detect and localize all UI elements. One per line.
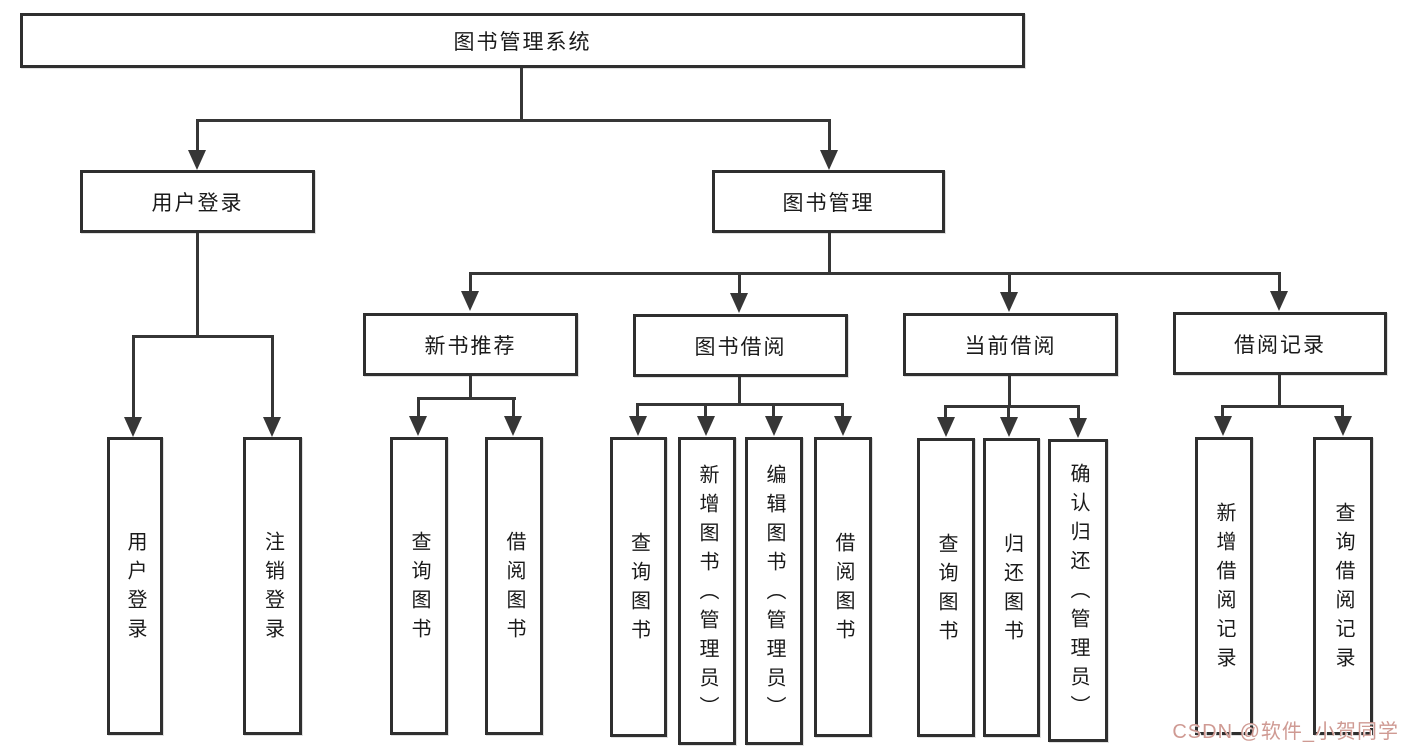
connector-line: [1341, 405, 1344, 419]
node-borrow-books-recommend: 借阅图书: [485, 437, 543, 735]
arrowhead-down-icon: [834, 416, 852, 436]
node-edit-books-admin: 编辑图书（管理员）: [745, 437, 803, 745]
node-borrow-books-borrowing: 借阅图书: [814, 437, 872, 737]
arrowhead-down-icon: [765, 416, 783, 436]
node-new-book-recommendation: 新书推荐: [363, 313, 578, 376]
connector-line: [1008, 376, 1011, 407]
arrowhead-down-icon: [1270, 291, 1288, 311]
connector-line: [945, 405, 1080, 408]
node-borrowing-records: 借阅记录: [1173, 312, 1387, 375]
connector-line: [196, 119, 199, 153]
connector-line: [1278, 375, 1281, 407]
connector-line: [738, 377, 741, 405]
connector-line: [1008, 272, 1011, 294]
connector-line: [1077, 405, 1080, 420]
arrowhead-down-icon: [504, 416, 522, 436]
connector-line: [197, 119, 831, 122]
connector-line: [637, 403, 844, 406]
node-book-borrowing: 图书借阅: [633, 314, 848, 377]
connector-line: [520, 68, 523, 119]
arrowhead-down-icon: [1000, 292, 1018, 312]
connector-line: [512, 397, 515, 417]
connector-line: [1007, 405, 1010, 419]
arrowhead-down-icon: [1334, 416, 1352, 436]
node-add-books-admin: 新增图书（管理员）: [678, 437, 736, 745]
node-query-books-recommend: 查询图书: [390, 437, 448, 735]
connector-line: [1221, 405, 1224, 419]
arrowhead-down-icon: [409, 416, 427, 436]
connector-line: [196, 233, 199, 337]
arrowhead-down-icon: [629, 416, 647, 436]
arrowhead-down-icon: [937, 417, 955, 437]
csdn-watermark: CSDN @软件_小贺同学: [1172, 721, 1399, 743]
node-book-management: 图书管理: [712, 170, 945, 233]
arrowhead-down-icon: [188, 150, 206, 170]
connector-line: [1278, 272, 1281, 294]
connector-line: [828, 119, 831, 153]
connector-line: [704, 403, 707, 418]
connector-line: [133, 335, 274, 338]
connector-line: [469, 272, 472, 294]
node-library-management-system: 图书管理系统: [20, 13, 1025, 68]
node-add-borrow-record: 新增借阅记录: [1195, 437, 1253, 735]
arrowhead-down-icon: [820, 150, 838, 170]
connector-line: [944, 405, 947, 419]
node-return-books: 归还图书: [983, 438, 1040, 737]
connector-line: [418, 397, 516, 400]
arrowhead-down-icon: [1069, 418, 1087, 438]
node-query-books-current: 查询图书: [917, 438, 975, 737]
connector-line: [417, 397, 420, 417]
node-query-books-borrowing: 查询图书: [610, 437, 667, 737]
connector-line: [636, 403, 639, 418]
connector-line: [469, 376, 472, 400]
node-confirm-return-admin: 确认归还（管理员）: [1048, 439, 1108, 742]
arrowhead-down-icon: [1214, 416, 1232, 436]
arrowhead-down-icon: [730, 293, 748, 313]
connector-line: [738, 272, 741, 294]
arrowhead-down-icon: [263, 417, 281, 437]
node-logout-action: 注销登录: [243, 437, 302, 735]
arrowhead-down-icon: [1000, 417, 1018, 437]
arrowhead-down-icon: [461, 291, 479, 311]
node-current-borrowing: 当前借阅: [903, 313, 1118, 376]
connector-line: [772, 403, 775, 418]
arrowhead-down-icon: [124, 417, 142, 437]
connector-line: [841, 403, 844, 418]
connector-line: [271, 335, 274, 419]
node-user-login: 用户登录: [80, 170, 315, 233]
connector-line: [828, 233, 831, 275]
arrowhead-down-icon: [697, 416, 715, 436]
connector-line: [470, 272, 1281, 275]
node-user-login-action: 用户登录: [107, 437, 163, 735]
node-query-borrow-record: 查询借阅记录: [1313, 437, 1373, 735]
connector-line: [1222, 405, 1344, 408]
connector-line: [132, 335, 135, 419]
